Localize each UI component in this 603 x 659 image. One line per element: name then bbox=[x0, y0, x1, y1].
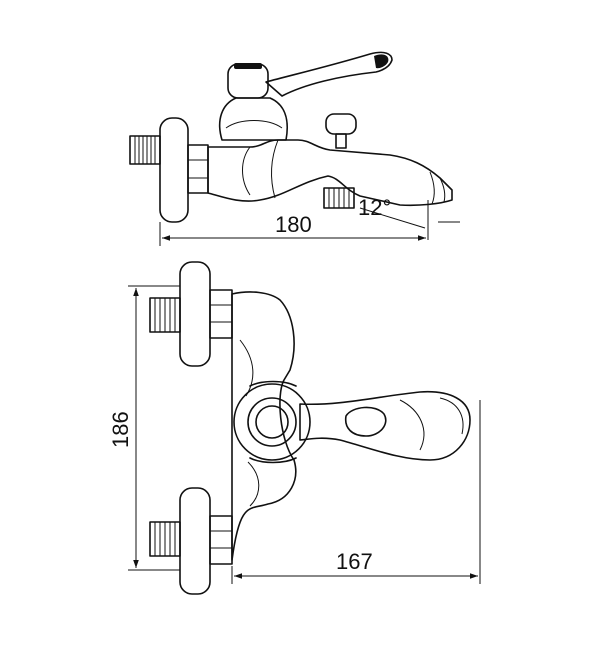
side-hex-nut bbox=[187, 144, 209, 194]
dimension-167: 167 bbox=[231, 400, 481, 584]
dimension-180: 180 bbox=[159, 212, 426, 246]
front-bottom-threaded-inlet bbox=[149, 521, 181, 557]
front-top-hex-nut bbox=[209, 289, 233, 339]
front-mixer-body bbox=[231, 291, 297, 561]
side-handle-base bbox=[227, 63, 269, 99]
dimension-167-label: 167 bbox=[336, 549, 373, 574]
side-hose-outlet bbox=[323, 187, 355, 209]
side-cartridge bbox=[218, 97, 288, 141]
front-handle-cap bbox=[233, 380, 311, 464]
front-top-flange bbox=[179, 261, 211, 367]
side-mixer-body bbox=[207, 139, 453, 207]
front-view bbox=[149, 261, 471, 595]
front-bottom-flange bbox=[179, 487, 211, 595]
front-lever bbox=[299, 390, 471, 461]
side-view bbox=[129, 51, 460, 240]
spout-angle-label: 12° bbox=[358, 195, 391, 220]
dimension-180-label: 180 bbox=[275, 212, 312, 237]
side-threaded-inlet bbox=[129, 135, 161, 165]
side-wall-flange bbox=[159, 117, 189, 223]
front-top-threaded-inlet bbox=[149, 297, 181, 333]
dimension-186-label: 186 bbox=[108, 411, 133, 448]
dimension-186: 186 bbox=[108, 285, 180, 571]
side-diverter-knob bbox=[325, 113, 357, 149]
side-lever bbox=[265, 51, 393, 97]
front-bottom-hex-nut bbox=[209, 515, 233, 565]
